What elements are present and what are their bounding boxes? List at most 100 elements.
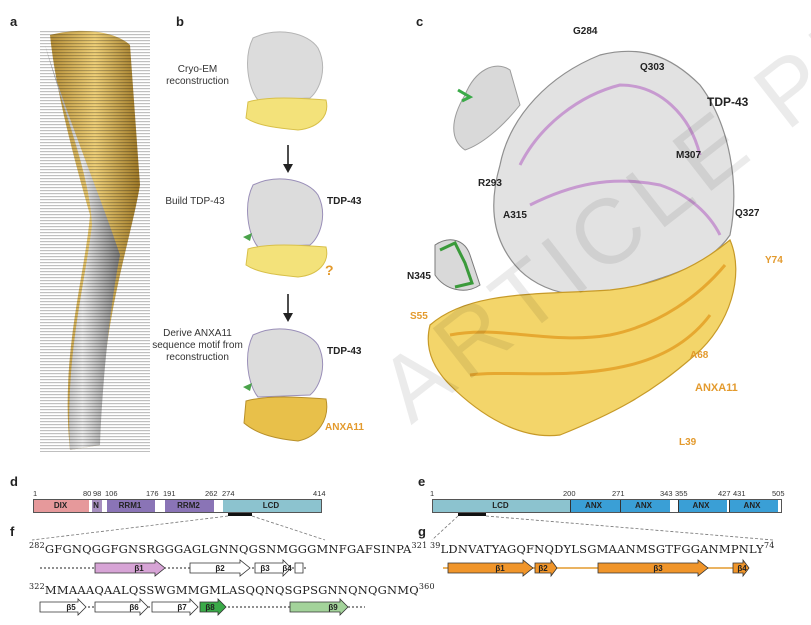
step-cryo-em: Cryo-EM reconstruction [166,64,229,87]
panel-label-c: c [416,14,424,29]
strand-g-b3: β3 [653,564,663,573]
workflow-tdp43-label-1: TDP-43 [327,196,362,207]
domain-n-label: N [93,501,99,510]
strand-g-b4: β4 [737,564,747,573]
domain-n [92,500,102,512]
domain-dix-label: DIX [53,501,68,510]
residue-q303: Q303 [640,62,665,73]
tdp-pos-274: 274 [222,489,235,498]
strand-f-b8: β8 [205,603,215,612]
residue-a315: A315 [503,210,527,221]
anxa-domain-anx4 [729,500,778,512]
step-derive-anxa11: Derive ANXA11 sequence motif from recons… [152,328,243,363]
strand-f-b6: β6 [129,603,139,612]
seq-f1-end: 321 [411,541,428,550]
domain-rrm2 [165,500,214,512]
tdp43-domain-bar [33,499,322,513]
panel-label-d: d [10,474,18,489]
seq-g: 39LDNVATYAGQFNQDYLSGMAANMSGTFGGANMPNLY74 [430,541,775,556]
seq-f2-start: 322 [29,582,45,591]
seq-f2-residues: MMAAAQAALQSSWGMMGMLASQQNQSGPSGNNQNQGNMQ [44,582,419,597]
seq-g-end: 74 [763,541,775,550]
tdp-pos-106: 106 [105,489,118,498]
panel-label-b: b [176,14,184,29]
residue-l39: L39 [679,437,697,448]
domain-rrm2-label: RRM2 [177,501,200,510]
strands-f2 [39,598,365,616]
anxa11-domain-bar [432,499,782,513]
residue-s55: S55 [410,311,428,322]
residue-a68: A68 [690,350,709,361]
anxa-pos-1: 1 [430,489,435,498]
workflow-tdp43-label-2: TDP-43 [327,346,362,357]
residue-y74: Y74 [765,255,783,266]
strand-g-b2: β2 [538,564,548,573]
panel-label-f: f [10,524,15,539]
strands-g [443,558,750,578]
residue-m307: M307 [676,150,702,161]
domain-dix [34,500,89,512]
seq-f1-residues: GFGNQGGFGNSRGGGAGLGNNQGSNMGGGMNFGAFSINPA [44,541,412,556]
anxa-anx2-label: ANX [635,501,652,510]
workflow-map-2 [243,178,328,278]
panel-label-e: e [418,474,426,489]
workflow-question-mark: ? [325,262,334,278]
anxa-pos-431: 431 [733,489,746,498]
workflow-map-1 [245,31,328,131]
tdp-pos-80: 80 [83,489,92,498]
anxa-pos-200: 200 [563,489,576,498]
tdp-pos-176: 176 [146,489,159,498]
seq-f2-end: 360 [418,582,435,591]
workflow-anxa11-label: ANXA11 [325,422,364,433]
seq-g-start: 39 [430,541,441,550]
zoom-lines-anxa [431,513,774,541]
anxa-anx3-label: ANX [692,501,710,510]
fibril-reconstruction [40,30,150,452]
domain-rrm1 [107,500,155,512]
density-tdp43-title: TDP-43 [707,95,749,109]
domain-lcd-label: LCD [262,501,280,510]
strand-f-b2: β2 [215,564,225,573]
seq-g-residues: LDNVATYAGQFNQDYLSGMAANMSGTFGGANMPNLY [440,541,764,556]
panel-label-a: a [10,14,18,29]
residue-g284: G284 [573,26,598,37]
workflow-arrow-1 [283,145,293,173]
tdp-pos-1: 1 [33,489,38,498]
strand-f-b4: β4 [282,564,292,573]
density-map [427,50,737,437]
seq-f2: 322MMAAAQAALQSSWGMMGMLASQQNQSGPSGNNQNQGN… [29,582,435,597]
workflow-map-3 [243,328,328,442]
anxa-anx1-label: ANX [585,501,602,510]
seq-f1-start: 282 [29,541,45,550]
residue-r293: R293 [478,178,502,189]
tdp-pos-191: 191 [163,489,176,498]
strands-f1 [40,559,308,577]
anxa-domain-lcd [433,500,570,512]
anxa-pos-355: 355 [675,489,688,498]
tdp-pos-262: 262 [205,489,218,498]
domain-rrm1-label: RRM1 [118,501,142,510]
tdp-pos-414: 414 [313,489,326,498]
anxa-domain-anx3 [678,500,727,512]
residue-n345: N345 [407,271,431,282]
anxa-pos-271: 271 [612,489,625,498]
strand-g-b1: β1 [495,564,505,573]
anxa-domain-anx1 [570,500,620,512]
anxa-domain-anx2 [620,500,670,512]
strand-f-b9: β9 [328,603,338,612]
step-build-tdp43: Build TDP-43 [165,196,225,207]
anxa-pos-505: 505 [772,489,785,498]
strand-f-b3: β3 [260,564,270,573]
strand-f-b7: β7 [177,603,187,612]
tdp-pos-98: 98 [93,489,102,498]
residue-q327: Q327 [735,208,760,219]
strand-f-b1: β1 [134,564,144,573]
anxa-pos-343: 343 [660,489,673,498]
zoom-lines-tdp [31,513,326,541]
domain-lcd [223,500,321,512]
seq-f1: 282GFGNQGGFGNSRGGGAGLGNNQGSNMGGGMNFGAFSI… [29,541,427,556]
workflow-arrow-2 [283,294,293,322]
anxa-anx4-label: ANX [743,501,761,510]
density-anxa11-title: ANXA11 [695,382,738,394]
anxa-lcd-label: LCD [492,501,509,510]
